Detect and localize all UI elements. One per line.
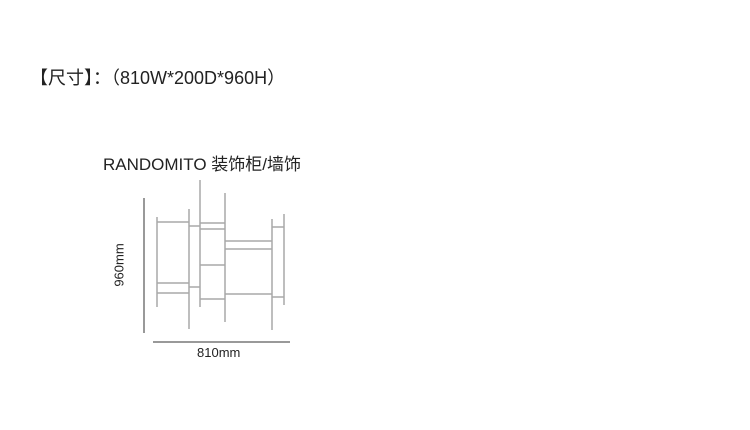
product-name: RANDOMITO 装饰柜/墙饰 [103,155,302,174]
width-dimension-label: 810mm [197,345,241,360]
size-spec: 【尺寸】：（810W*200D*960H） [30,68,286,88]
height-dimension-label: 960mm [111,243,127,287]
shelf-structure [156,180,285,330]
